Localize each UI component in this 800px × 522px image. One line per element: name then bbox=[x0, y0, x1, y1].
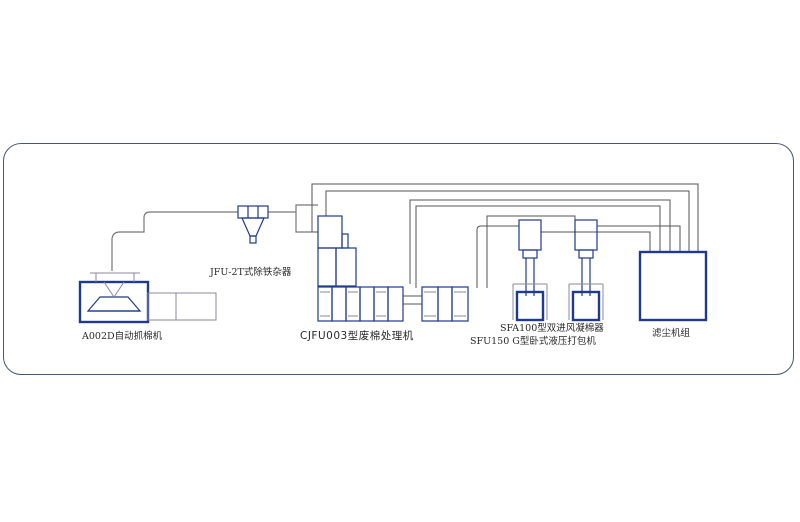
iron-remover-body bbox=[237, 205, 269, 219]
iron-remover-hopper bbox=[241, 217, 265, 237]
iron-remover bbox=[237, 205, 269, 244]
label-baler: SFU150 G型卧式液压打包机 bbox=[470, 335, 596, 347]
secondary-cleaners bbox=[421, 286, 469, 322]
label-processor: CJFU003型废棉处理机 bbox=[300, 329, 414, 342]
duct-iron-remover-to-processor bbox=[268, 204, 318, 213]
duct-top-return-3 bbox=[409, 199, 671, 284]
bale-opener bbox=[78, 272, 217, 324]
duct-to-condenser-2 bbox=[486, 215, 576, 288]
condenser-1 bbox=[518, 219, 542, 251]
duct-branch bbox=[295, 212, 318, 233]
diagram-frame bbox=[3, 143, 794, 375]
dust-filter-box bbox=[638, 250, 708, 322]
baler-2 bbox=[571, 290, 601, 322]
condenser-baler-1 bbox=[512, 219, 548, 322]
baler-1 bbox=[515, 290, 545, 322]
duct-condenser-outlet-2 bbox=[597, 225, 681, 252]
processor-mid-left bbox=[317, 247, 337, 287]
bale-box-2 bbox=[175, 292, 217, 321]
bale-opener-hood bbox=[86, 296, 142, 312]
label-feeder: A002D自动抓棉机 bbox=[81, 330, 163, 342]
label-condenser: SFA100型双进风凝棉器 bbox=[500, 322, 604, 334]
waste-processor bbox=[317, 215, 404, 322]
duct-top-return-4 bbox=[415, 205, 661, 288]
duct-feeder-to-iron-remover bbox=[111, 211, 238, 271]
condenser-2 bbox=[574, 219, 598, 251]
processor-mid-right bbox=[335, 247, 357, 287]
duct-top-return-1 bbox=[311, 183, 699, 252]
duct-to-condenser-1 bbox=[476, 225, 519, 288]
label-dust-filter: 滤尘机组 bbox=[652, 327, 691, 339]
condenser-baler-2 bbox=[568, 219, 604, 322]
duct-lines bbox=[111, 183, 699, 305]
duct-top-return-2 bbox=[325, 190, 690, 252]
dust-filter-unit bbox=[638, 250, 708, 322]
label-iron-remover: JFU-2T式除铁杂器 bbox=[209, 266, 292, 278]
processor-top-unit bbox=[317, 215, 343, 249]
duct-condenser-outlet bbox=[541, 231, 651, 252]
bale-box-1 bbox=[147, 292, 177, 321]
bale-opener-housing bbox=[78, 280, 150, 324]
